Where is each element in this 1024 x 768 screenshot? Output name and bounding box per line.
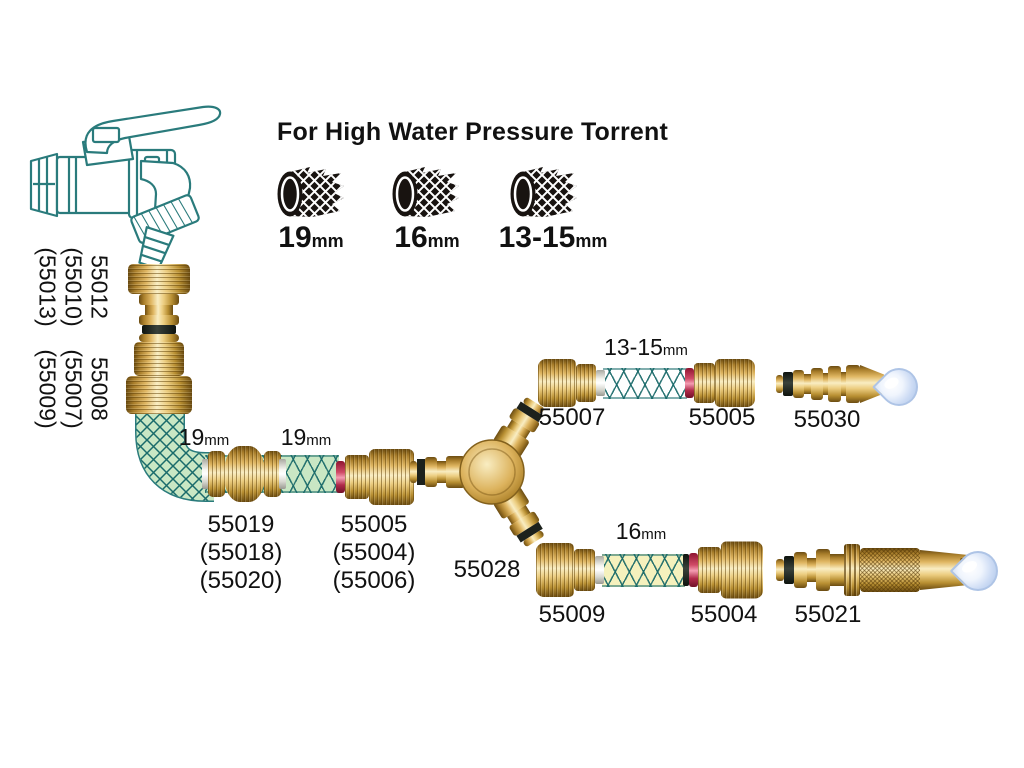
o-ring: [683, 554, 689, 586]
brass-segment: [145, 305, 173, 315]
brass-segment: [823, 373, 828, 395]
white-collar: [279, 459, 286, 489]
brass-segment: [804, 374, 811, 394]
garden-hose-13-15mm: [603, 368, 687, 399]
knurled-ring: [264, 451, 281, 497]
knurled-barrel: [721, 541, 763, 599]
part-number-55009: 55009: [538, 601, 606, 628]
red-collar: [689, 553, 698, 587]
garden-hose-16mm: [602, 554, 685, 587]
knurled-barrel: [536, 543, 574, 597]
knurled-ring: [574, 549, 595, 591]
brass-segment: [139, 294, 179, 305]
mesh-hose-icon: [391, 165, 461, 219]
tap-icon: [29, 105, 222, 270]
part-number: 55012: [87, 255, 113, 319]
quick-connector-55005-top: [685, 359, 755, 407]
quick-connector-55007: [538, 358, 606, 408]
part-number: 55008: [87, 357, 113, 421]
hose-size-label: 19mm: [178, 424, 230, 450]
brass-segment: [807, 558, 816, 582]
knurled-barrel: [715, 359, 755, 407]
mesh-hose-icon: [509, 165, 579, 219]
part-number-alt: (55018): [199, 539, 283, 566]
rib: [846, 365, 860, 403]
mender-part-numbers: 55019 (55018) (55020): [200, 511, 283, 595]
part-number-55021: 55021: [794, 601, 862, 628]
red-collar: [336, 461, 345, 493]
page-title: For High Water Pressure Torrent: [277, 118, 668, 146]
white-collar: [595, 556, 604, 584]
part-number-55007: 55007: [538, 404, 606, 431]
spray-nozzle-55021: [776, 541, 978, 599]
hose-size-label: 19mm: [280, 424, 332, 450]
quick-connector-55005-main: [336, 449, 414, 505]
hose-connector-55008: [126, 342, 192, 424]
white-collar: [202, 459, 210, 489]
brass-segment: [776, 559, 784, 581]
legend-size-16mm: 16mm: [394, 221, 460, 254]
o-ring: [783, 372, 793, 396]
hose-size-label: 13-15mm: [604, 334, 688, 360]
knurled-barrel: [126, 376, 192, 414]
part-number-alt: (55004): [332, 539, 416, 566]
hose-connector-part-numbers: 55008 (55007) (55009): [31, 346, 117, 432]
part-number-alt: (55007): [61, 349, 87, 429]
tap-adaptor-55012: [128, 264, 190, 342]
quick-connector-55004: [683, 541, 763, 599]
knurled-barrel: [224, 446, 265, 502]
three-way-connector-55028: [410, 395, 550, 550]
part-number-alt: (55006): [332, 567, 416, 594]
o-ring: [784, 556, 794, 584]
hose-mender-55019: [202, 446, 286, 502]
part-number-alt: (55010): [61, 247, 87, 327]
part-number-alt: (55009): [35, 349, 61, 429]
brass-segment: [841, 372, 846, 396]
brass-segment: [830, 554, 844, 586]
part-number-55028: 55028: [453, 556, 521, 583]
knurled-grip: [860, 548, 920, 592]
tap-adaptor-part-numbers: 55012 (55010) (55013): [31, 244, 117, 330]
brass-segment: [794, 552, 807, 588]
knurled-ring: [576, 364, 596, 402]
brass-segment: [816, 549, 830, 591]
knurled-barrel: [369, 449, 414, 505]
knurled-barrel: [538, 359, 576, 407]
knurled-ring: [134, 342, 184, 376]
brass-segment: [139, 315, 179, 325]
knurled-ring: [345, 455, 369, 499]
red-collar: [685, 368, 694, 398]
quick-connector-55009: [536, 542, 606, 598]
brass-segment: [139, 334, 179, 342]
brass-segment: [776, 375, 783, 393]
knurled-ring: [694, 363, 715, 403]
white-collar: [596, 370, 605, 396]
nozzle-55030: [776, 363, 886, 405]
legend-size-13-15mm: 13-15mm: [498, 221, 608, 254]
threaded-cap: [128, 264, 190, 294]
part-number-55004: 55004: [690, 601, 758, 628]
hose-size-label: 16mm: [615, 518, 667, 544]
rib: [811, 368, 823, 400]
legend-size-19mm: 19mm: [278, 221, 344, 254]
part-number: 55005: [340, 511, 408, 538]
rib: [828, 366, 841, 402]
gear-collar: [844, 544, 860, 596]
o-ring: [142, 325, 176, 334]
brass-segment: [793, 370, 804, 398]
part-number: 55019: [207, 511, 275, 538]
part-number-55005: 55005: [688, 404, 756, 431]
knurled-ring: [698, 547, 721, 593]
knurled-ring: [208, 451, 225, 497]
mesh-hose-icon: [276, 165, 346, 219]
connector-part-numbers: 55005 (55004) (55006): [333, 511, 416, 595]
part-number-alt: (55020): [199, 567, 283, 594]
part-number-alt: (55013): [35, 247, 61, 327]
part-number-55030: 55030: [793, 406, 861, 433]
